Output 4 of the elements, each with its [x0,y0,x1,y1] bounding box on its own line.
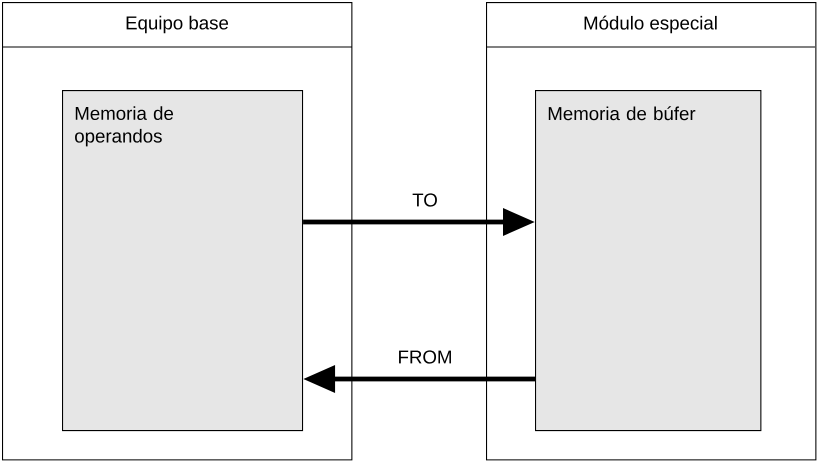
edge-label: FROM [396,349,454,365]
memory-box: Memoria de búfer [535,90,762,432]
memory-box: Memoria de operandos [62,90,304,432]
edge-label: TO [410,192,440,208]
